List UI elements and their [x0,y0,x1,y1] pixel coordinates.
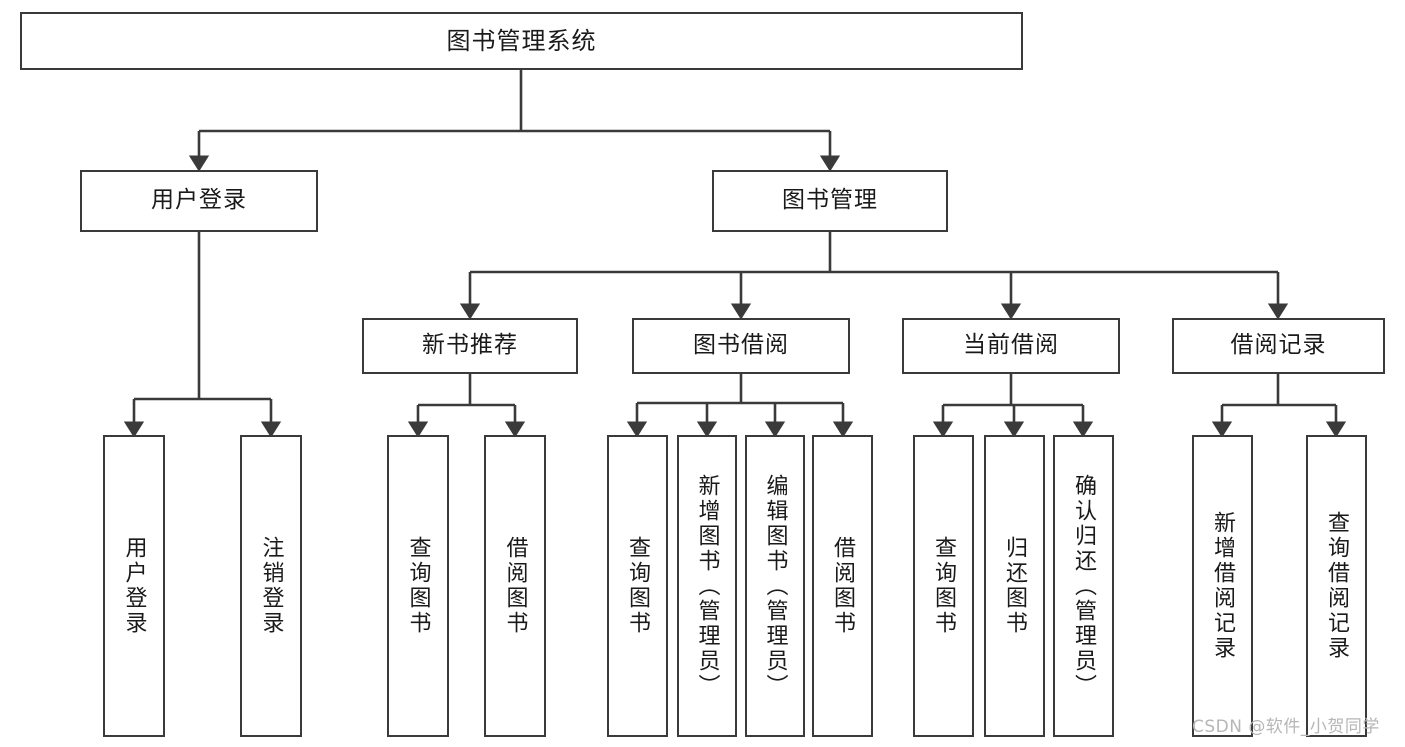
leaf-label: 查询图书 [625,536,651,636]
leaf-borrow-book-recommend[interactable]: 借阅图书 [484,435,546,737]
leaf-return-book[interactable]: 归还图书 [984,435,1045,737]
leaf-query-book[interactable]: 查询图书 [607,435,668,737]
leaf-label: 注销登录 [258,536,284,636]
leaf-label: 归还图书 [1002,536,1028,636]
leaf-label: 借阅图书 [502,536,528,636]
leaf-edit-book-admin[interactable]: 编辑图书（管理员） [745,435,805,737]
leaf-label: 确认归还（管理员） [1071,473,1097,699]
leaf-label: 查询借阅记录 [1324,511,1350,661]
leaf-add-borrow-record[interactable]: 新增借阅记录 [1192,435,1253,737]
node-user-login[interactable]: 用户登录 [80,170,318,232]
csdn-watermark: CSDN @软件_小贺同学 [1192,717,1380,737]
leaf-label: 查询图书 [931,536,957,636]
node-borrow-record[interactable]: 借阅记录 [1172,318,1385,374]
leaf-query-book-current[interactable]: 查询图书 [913,435,974,737]
leaf-add-book-admin[interactable]: 新增图书（管理员） [677,435,737,737]
leaf-user-login[interactable]: 用户登录 [103,435,165,737]
node-root-book-management-system[interactable]: 图书管理系统 [20,12,1023,70]
node-book-management[interactable]: 图书管理 [712,170,948,232]
leaf-query-borrow-record[interactable]: 查询借阅记录 [1306,435,1367,737]
leaf-query-book-recommend[interactable]: 查询图书 [387,435,449,737]
leaf-user-logout[interactable]: 注销登录 [240,435,302,737]
leaf-label: 用户登录 [121,536,147,636]
node-book-borrow[interactable]: 图书借阅 [632,318,850,374]
leaf-label: 查询图书 [405,536,431,636]
node-current-borrow[interactable]: 当前借阅 [902,318,1120,374]
leaf-borrow-book[interactable]: 借阅图书 [812,435,873,737]
node-new-book-recommend[interactable]: 新书推荐 [362,318,578,374]
leaf-label: 借阅图书 [830,536,856,636]
leaf-label: 编辑图书（管理员） [762,473,788,699]
leaf-label: 新增图书（管理员） [694,473,720,699]
leaf-label: 新增借阅记录 [1210,511,1236,661]
leaf-confirm-return-admin[interactable]: 确认归还（管理员） [1053,435,1114,737]
